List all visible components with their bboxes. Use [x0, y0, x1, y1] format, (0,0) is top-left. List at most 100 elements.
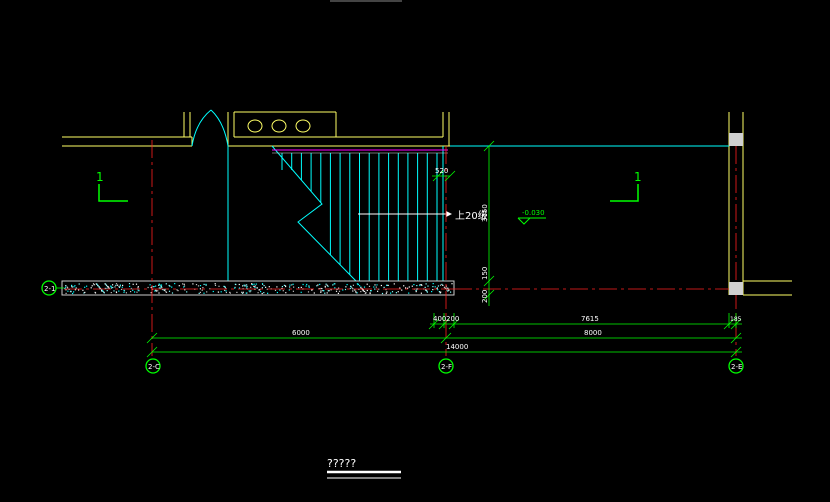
vertical-dimension-chain: [483, 140, 495, 306]
slab-speck: [407, 287, 409, 289]
slab-speck: [281, 286, 283, 288]
floor-slab: [61, 280, 455, 296]
slab-speck: [282, 290, 284, 292]
slab-speck: [268, 286, 270, 288]
slab-speck: [387, 284, 389, 286]
slab-speck: [158, 292, 160, 294]
slab-speck: [416, 285, 418, 287]
slab-speck: [254, 285, 257, 287]
slab-speck: [253, 285, 255, 288]
slab-speck: [337, 292, 339, 294]
slab-speck: [251, 283, 253, 285]
slab-speck: [199, 291, 201, 293]
grid-bubble-left-axis: 2-1: [41, 280, 64, 296]
slab-speck: [255, 283, 257, 285]
slab-speck: [419, 284, 421, 287]
slab-speck: [234, 283, 236, 285]
slab-speck: [97, 285, 99, 287]
slab-speck: [333, 283, 335, 285]
slab-speck: [137, 289, 139, 291]
slab-speck: [202, 287, 204, 289]
slab-speck: [415, 291, 417, 293]
slab-speck: [306, 283, 308, 286]
slab-speck: [413, 284, 415, 286]
slab-speck: [242, 292, 244, 294]
slab-speck: [415, 289, 417, 292]
slab-speck: [313, 292, 315, 294]
slab-speck: [138, 290, 140, 292]
slab-speck: [446, 289, 448, 291]
slab-speck: [323, 290, 325, 292]
dim-3750: 3750: [481, 204, 489, 222]
slab-speck: [360, 291, 362, 293]
grid-bubble-e: 2-E: [728, 358, 744, 374]
slab-speck: [380, 284, 382, 287]
slab-speck: [122, 284, 124, 286]
slab-speck: [361, 288, 363, 291]
slab-speck: [160, 284, 163, 286]
slab-speck: [385, 289, 387, 291]
slab-speck: [360, 287, 362, 289]
slab-speck: [261, 283, 264, 285]
slab-speck: [65, 292, 67, 294]
slab-speck: [75, 287, 77, 289]
slab-speck: [214, 283, 216, 285]
slab-speck: [182, 283, 184, 285]
stair-label: 上20级: [455, 210, 488, 222]
slab-speck: [214, 284, 217, 286]
slab-speck: [370, 290, 372, 292]
slab-speck: [246, 287, 248, 289]
slab-speck: [205, 283, 207, 285]
dim-520: 520: [435, 167, 448, 175]
slab-speck: [426, 291, 428, 293]
slab-speck: [322, 290, 324, 292]
slab-speck: [220, 291, 222, 293]
slab-speck: [119, 285, 121, 287]
slab-speck: [260, 291, 262, 293]
slab-speck: [316, 285, 318, 287]
slab-speck: [251, 284, 254, 286]
slab-speck: [112, 284, 114, 286]
slab-speck: [160, 285, 162, 287]
slab-speck: [135, 283, 138, 285]
slab-speck: [184, 289, 186, 291]
dim-150: 150: [481, 267, 489, 280]
slab-speck: [130, 291, 132, 293]
slab-speck: [386, 291, 388, 293]
slab-speck: [257, 292, 259, 294]
slab-speck: [158, 283, 160, 285]
slab-speck: [279, 289, 281, 291]
slab-speck: [115, 283, 118, 285]
stair-treads: [281, 153, 438, 281]
slab-speck: [110, 292, 112, 294]
slab-speck: [405, 287, 407, 289]
slab-speck: [106, 290, 108, 292]
slab-speck: [276, 286, 278, 288]
slab-speck: [332, 284, 334, 286]
slab-speck: [217, 291, 220, 293]
slab-speck: [355, 291, 357, 293]
slab-speck: [64, 287, 66, 290]
slab-speck: [242, 285, 244, 287]
slab-speck: [107, 286, 109, 288]
slab-speck: [245, 292, 247, 294]
slab-speck: [160, 286, 163, 288]
slab-speck: [288, 289, 290, 291]
slab-speck: [132, 283, 134, 285]
slab-speck: [71, 286, 73, 288]
slab-speck: [246, 284, 248, 286]
slab-speck: [419, 284, 421, 286]
slab-speck: [225, 291, 227, 294]
slab-speck: [71, 285, 73, 287]
slab-speck: [327, 285, 329, 287]
slab-speck: [164, 289, 166, 292]
slab-speck: [326, 284, 328, 286]
slab-speck: [112, 286, 114, 289]
slab-speck: [317, 284, 319, 286]
slab-speck: [244, 284, 246, 286]
slab-speck: [440, 291, 442, 293]
slab-speck: [311, 289, 313, 291]
dim-14000: 14000: [446, 343, 468, 351]
slab-speck: [274, 289, 277, 291]
